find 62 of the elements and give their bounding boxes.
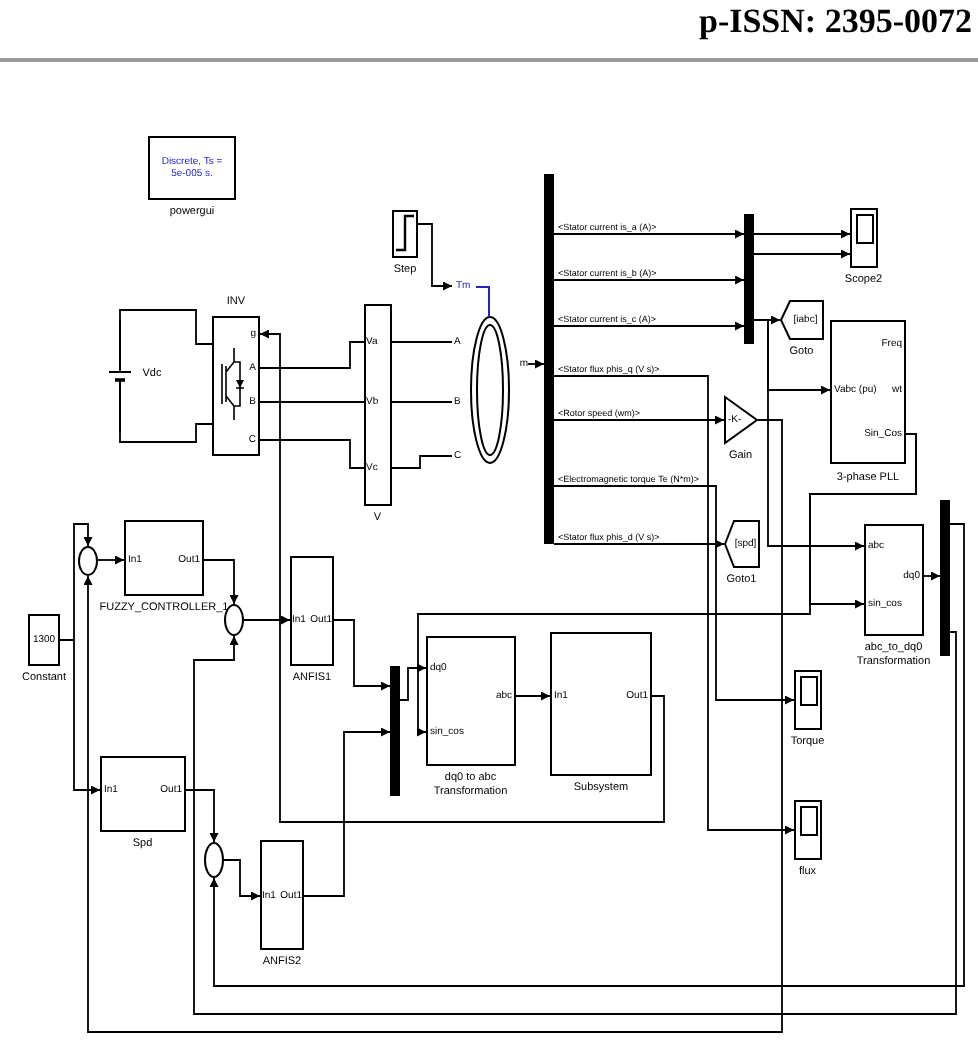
connection-wire [391, 341, 453, 343]
signal-arrow [83, 419, 783, 1033]
connection-wire [391, 455, 453, 469]
connection-wire [119, 423, 213, 443]
signal-arrow [553, 375, 795, 835]
signal-arrow [209, 523, 965, 987]
gain-block [724, 396, 758, 444]
controller-block [124, 520, 204, 596]
sum-block [204, 842, 224, 878]
signal-arrow [553, 415, 725, 425]
dc-source-symbol [108, 320, 132, 432]
pll-block [830, 320, 906, 464]
controller-block [260, 840, 304, 950]
signal-arrow [223, 859, 261, 901]
signal-arrow [553, 229, 745, 239]
connection-wire [119, 309, 213, 345]
subsystem-block [100, 756, 186, 832]
mux-bar [390, 666, 400, 796]
connection-wire [259, 341, 365, 369]
sum-block [78, 546, 98, 576]
signal-arrow [753, 229, 851, 239]
scope-block [794, 670, 822, 730]
signal-arrow [417, 433, 917, 737]
signal-arrow [553, 485, 795, 705]
signal-arrow [515, 691, 551, 701]
bus-selector-bar [544, 174, 554, 544]
scope-block [850, 208, 878, 268]
goto-tag-block [724, 520, 760, 568]
signal-arrow [303, 727, 391, 897]
connection-wire [391, 401, 453, 403]
connection-wire [259, 401, 365, 403]
demux-bar [940, 500, 950, 656]
signal-arrow [753, 249, 851, 259]
header-text: p-ISSN: 2395-0072 [699, 2, 972, 42]
signal-arrow [417, 223, 453, 291]
transform-block [864, 524, 924, 636]
sum-block [224, 604, 244, 636]
signal-arrow [203, 559, 239, 605]
signal-arrow [259, 329, 665, 823]
signal-arrow [553, 275, 745, 285]
signal-arrow [553, 539, 725, 549]
signal-arrow [399, 663, 427, 701]
signal-arrow [923, 571, 941, 581]
inverter-block [212, 316, 260, 456]
connection-wire [259, 439, 365, 469]
signal-arrow [527, 359, 545, 369]
goto-tag-block [780, 300, 824, 340]
subsystem-block [550, 632, 652, 776]
constant-block [28, 614, 60, 666]
transform-block [426, 636, 516, 766]
controller-block [290, 556, 334, 666]
signal-arrow [753, 319, 865, 551]
signal-arrow [185, 789, 219, 843]
signal-arrow [97, 555, 125, 565]
scope-block [794, 800, 822, 860]
signal-arrow [553, 321, 745, 331]
powergui-block [148, 136, 236, 200]
mux-bar [744, 214, 754, 344]
signal-arrow [333, 619, 391, 691]
voltage-measurement-block [364, 304, 392, 506]
signal-arrow [243, 615, 291, 625]
signal-arrow [193, 631, 957, 1015]
